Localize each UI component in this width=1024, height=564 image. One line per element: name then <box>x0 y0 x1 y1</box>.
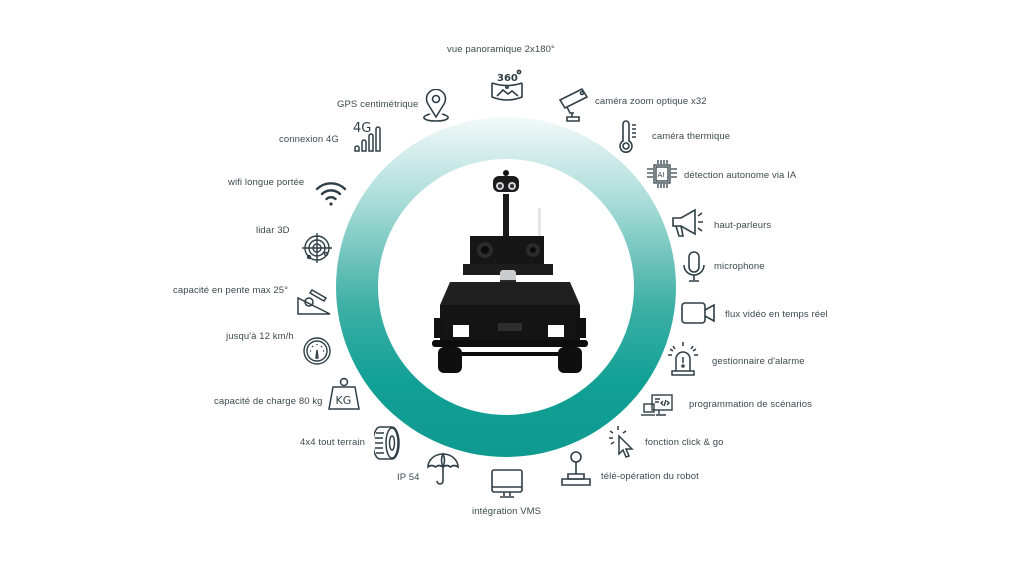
svg-text:AI: AI <box>658 171 665 179</box>
joystick-icon <box>560 451 592 487</box>
feature-label-wifi: wifi longue portée <box>228 177 305 188</box>
feature-label-speed: jusqu'à 12 km/h <box>226 331 294 342</box>
feature-label-slope: capacité en pente max 25° <box>173 285 289 296</box>
microphone-icon <box>681 250 707 284</box>
feature-label-panoramic: vue panoramique 2x180° <box>447 44 555 55</box>
video-camera-icon <box>680 300 716 326</box>
lidar-target-icon <box>302 232 332 264</box>
wifi-icon <box>314 179 348 207</box>
thermometer-icon <box>618 120 640 154</box>
feature-label-speakers: haut-parleurs <box>714 220 772 231</box>
feature-label-gps: GPS centimétrique <box>337 99 419 110</box>
feature-label-payload: capacité de charge 80 kg <box>214 396 323 407</box>
feature-label-thermal: caméra thermique <box>652 131 731 142</box>
svg-text:KG: KG <box>336 394 352 407</box>
feature-label-ip54: IP 54 <box>397 472 420 483</box>
svg-text:4G: 4G <box>353 121 371 136</box>
feature-label-microphone: microphone <box>714 261 765 272</box>
feature-label-terrain: 4x4 tout terrain <box>300 437 365 448</box>
robot-image <box>430 170 590 375</box>
feature-label-teleop: télé-opération du robot <box>601 471 699 482</box>
4g-signal-icon: 4G <box>352 117 390 155</box>
cctv-camera-icon <box>558 86 590 124</box>
feature-label-ai: détection autonome via IA <box>684 170 797 181</box>
umbrella-icon <box>426 451 460 487</box>
kg-weight-icon: KG <box>327 376 361 412</box>
alarm-siren-icon <box>667 341 699 377</box>
slope-icon <box>296 284 332 316</box>
cursor-click-icon <box>608 425 636 459</box>
feature-label-lidar: lidar 3D <box>256 225 290 236</box>
feature-label-vms: intégration VMS <box>472 506 542 517</box>
tire-icon <box>374 425 402 461</box>
svg-text:360: 360 <box>497 73 518 84</box>
speedometer-icon <box>302 336 332 366</box>
feature-label-video: flux vidéo en temps réel <box>725 309 828 320</box>
360-view-icon: 360 <box>489 68 525 104</box>
feature-label-click-go: fonction click & go <box>645 437 724 448</box>
map-pin-icon <box>421 89 451 123</box>
monitor-icon <box>490 468 524 500</box>
feature-label-4g: connexion 4G <box>279 134 339 145</box>
code-laptop-icon <box>640 393 676 419</box>
feature-label-scenarios: programmation de scénarios <box>689 399 812 410</box>
feature-label-alarm: gestionnaire d'alarme <box>712 356 805 367</box>
ai-chip-icon: AI <box>645 157 679 193</box>
megaphone-icon <box>670 208 706 240</box>
feature-label-zoom-camera: caméra zoom optique x32 <box>595 96 707 107</box>
